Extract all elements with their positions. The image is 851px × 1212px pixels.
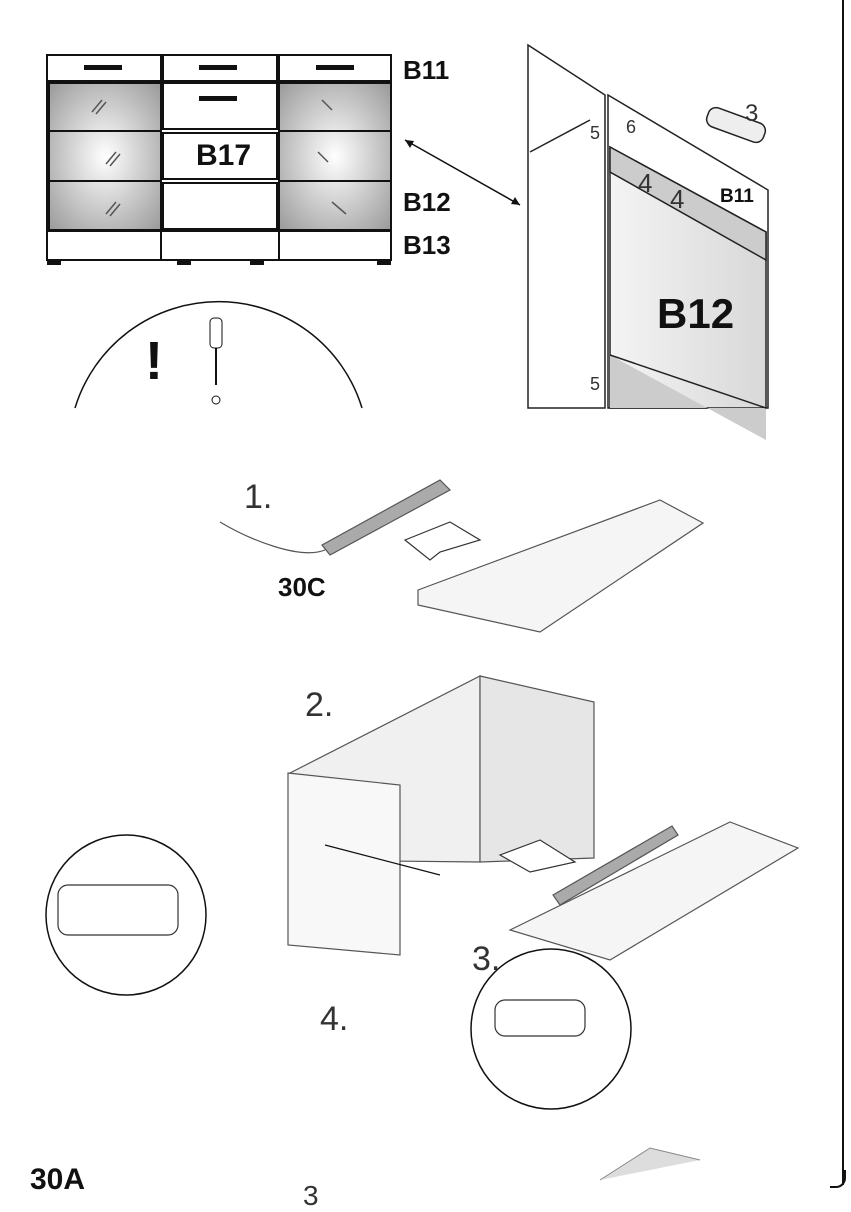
step-3-label-bottom: 3 — [303, 1180, 319, 1211]
page-border — [842, 0, 844, 1185]
reference-arrow — [404, 139, 521, 206]
step1-drawing — [219, 479, 705, 633]
step-4-label: 4. — [320, 1000, 349, 1038]
screwdriver-detail-circle — [74, 300, 363, 409]
screwdriver-icon — [209, 317, 223, 405]
step-3-label: 3. — [472, 940, 501, 978]
step-2-label: 2. — [305, 686, 334, 724]
part-5-label: 5 — [590, 374, 601, 394]
part-4-label: 4 — [638, 168, 653, 198]
warning-icon: ! — [145, 331, 163, 391]
step2-drawing — [287, 675, 800, 961]
part-30a-label: 30A — [30, 1163, 86, 1196]
label-b17: B17 — [196, 139, 252, 172]
connector-detail-circle-left — [45, 834, 207, 996]
power-hub-icon — [494, 999, 586, 1037]
part-4-label: 4 — [670, 184, 685, 214]
sideboard-front-view — [46, 54, 392, 265]
step-1-label: 1. — [244, 478, 273, 516]
part-3-label: 3 — [745, 100, 759, 127]
power-hub-icon — [57, 884, 179, 936]
part-30c-label: 30C — [278, 572, 326, 602]
label-b12: B12 — [403, 187, 451, 217]
door-hinge-detail — [527, 43, 769, 440]
label-b12-detail: B12 — [657, 290, 735, 337]
label-b13: B13 — [403, 230, 451, 260]
part-5-label: 5 — [590, 123, 601, 143]
label-b11: B11 — [403, 55, 450, 85]
part-6-label: 6 — [626, 117, 637, 137]
connector-detail-circle-right — [470, 948, 632, 1110]
label-b11-detail: B11 — [720, 186, 754, 207]
page-corner — [830, 1170, 846, 1188]
